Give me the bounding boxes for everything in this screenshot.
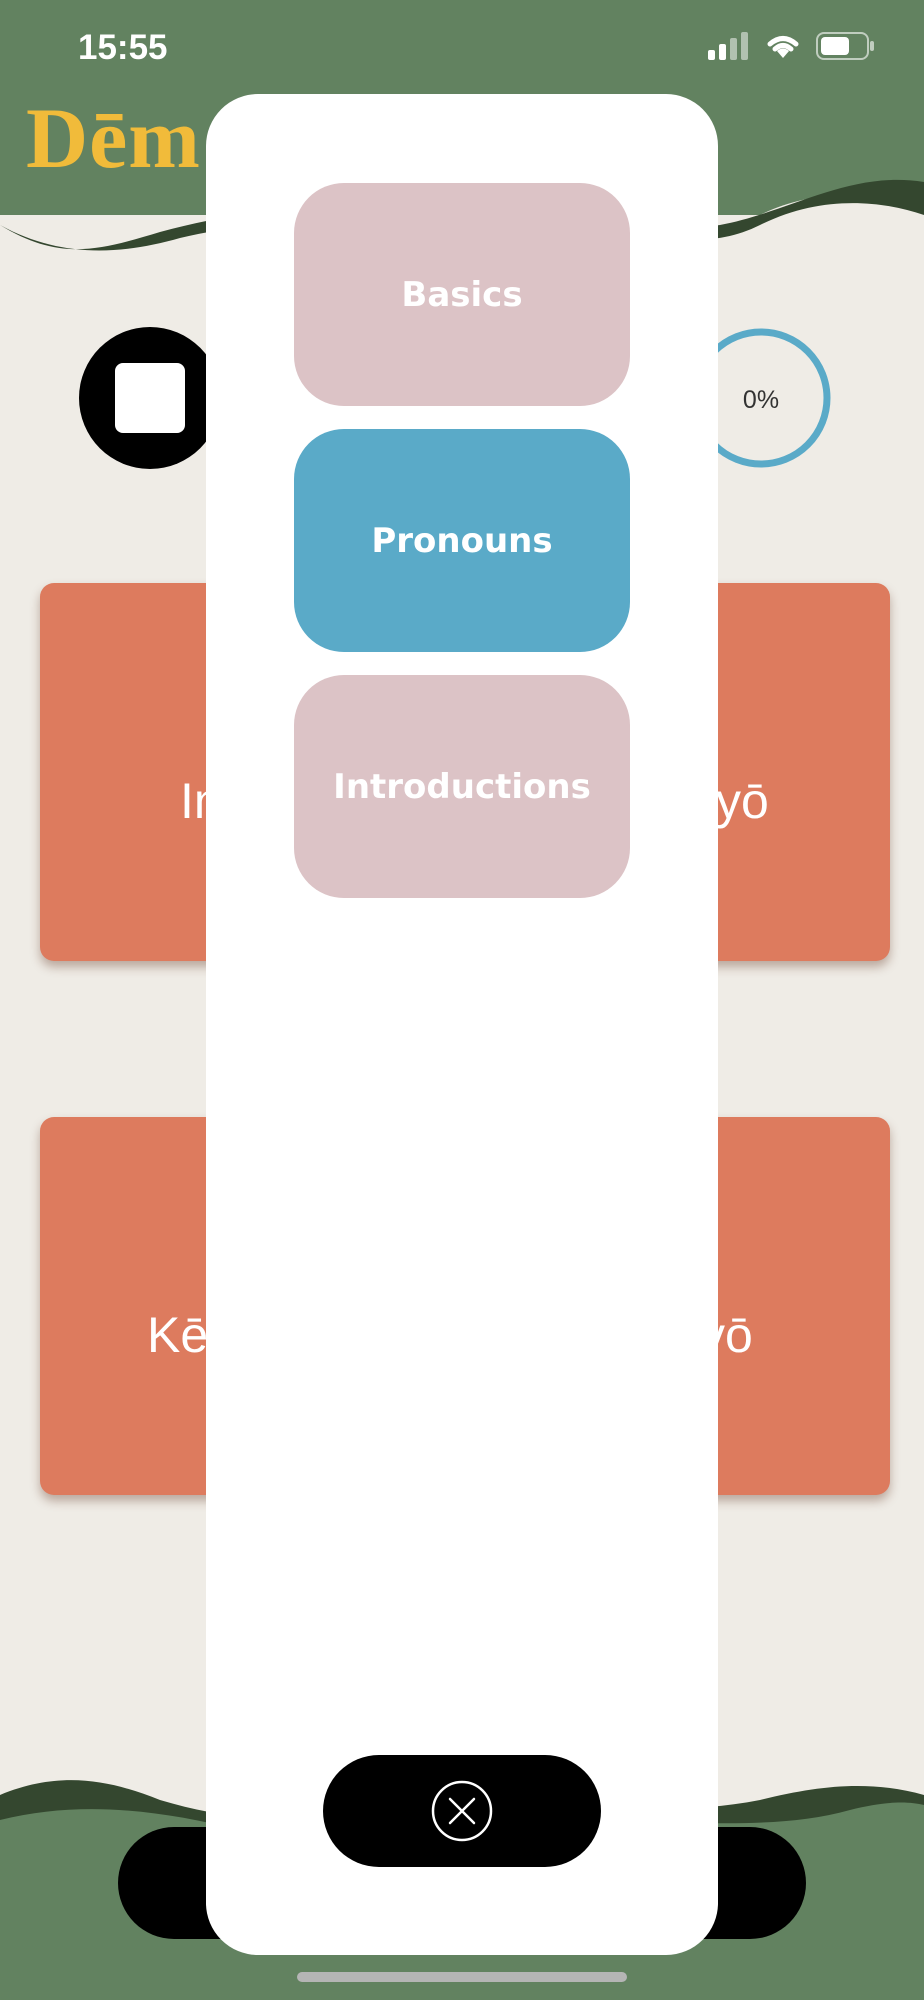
stop-icon xyxy=(115,363,185,433)
progress-percent: 0% xyxy=(742,386,780,414)
lesson-label: Basics xyxy=(401,274,523,315)
status-icons xyxy=(708,32,876,60)
lesson-label: Pronouns xyxy=(371,520,553,561)
lesson-pronouns-button[interactable]: Pronouns xyxy=(294,429,630,652)
lesson-label: Introductions xyxy=(333,766,591,807)
battery-icon xyxy=(816,32,874,60)
app-logo: Dēm xyxy=(26,90,201,186)
status-time: 15:55 xyxy=(78,28,168,67)
wifi-icon xyxy=(767,36,799,58)
flashcard-text-right: yō xyxy=(716,773,769,829)
close-modal-button[interactable] xyxy=(323,1755,601,1867)
signal-icon xyxy=(708,32,748,60)
home-indicator[interactable] xyxy=(297,1972,627,1982)
flashcard-text-left: Kē xyxy=(147,1307,209,1363)
lesson-basics-button[interactable]: Basics xyxy=(294,183,630,406)
close-circle-icon xyxy=(431,1780,493,1842)
lesson-introductions-button[interactable]: Introductions xyxy=(294,675,630,898)
